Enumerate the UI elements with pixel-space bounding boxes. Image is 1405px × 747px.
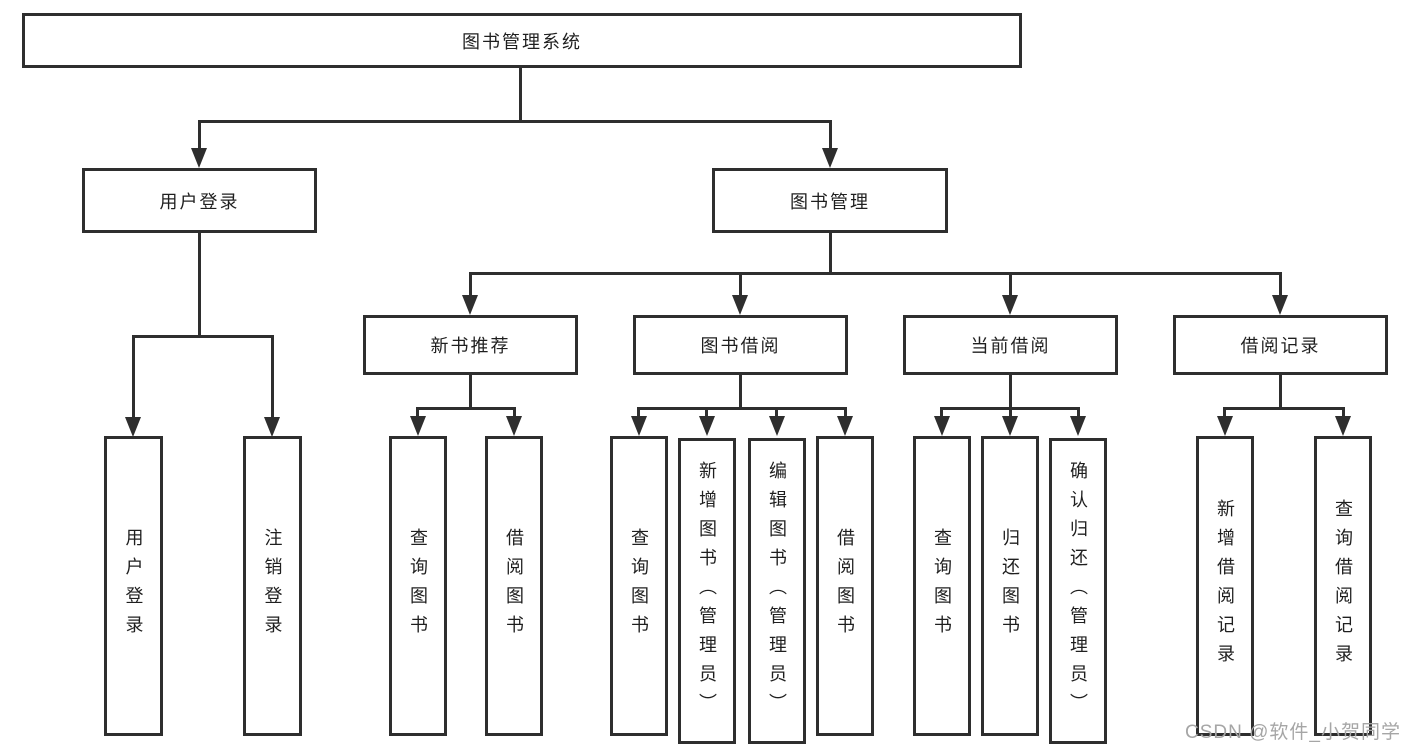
arrow-down-icon [1335,416,1351,436]
node-library-management-system: 图书管理系统 [22,13,1022,68]
arrow-down-icon [462,295,478,315]
leaf-user-login: 用户登录 [104,436,163,736]
leaf-return-books: 归还图书 [981,436,1039,736]
connector-line [416,407,516,410]
node-label: 图书管理系统 [462,31,582,52]
arrow-down-icon [1272,295,1288,315]
node-label: 借阅图书 [835,528,855,644]
node-label: 借阅图书 [504,528,524,644]
leaf-add-books-admin: 新增图书（管理员） [678,438,736,744]
arrow-down-icon [699,416,715,436]
connector-line [469,272,1282,275]
connector-line [513,407,516,419]
connector-line [829,120,832,150]
node-label: 查询图书 [932,528,952,644]
node-book-borrowing: 图书借阅 [633,315,848,375]
leaf-query-borrow-record: 查询借阅记录 [1314,436,1372,736]
node-user-login: 用户登录 [82,168,317,233]
node-label: 用户登录 [123,528,144,644]
connector-line [132,335,274,338]
connector-line [1279,272,1282,297]
arrow-down-icon [732,295,748,315]
connector-line [1009,272,1012,297]
node-label: 图书管理 [790,191,870,212]
node-book-management: 图书管理 [712,168,948,233]
arrow-down-icon [125,417,141,437]
connector-line [775,407,778,419]
node-new-book-recommendation: 新书推荐 [363,315,578,375]
connector-line [1223,407,1345,410]
node-current-borrowing: 当前借阅 [903,315,1118,375]
node-label: 借阅记录 [1240,336,1321,356]
connector-line [1279,375,1282,410]
arrow-down-icon [837,416,853,436]
connector-line [469,375,472,410]
watermark: CSDN @软件_小贺同学 [1185,722,1401,743]
leaf-edit-books-admin: 编辑图书（管理员） [748,438,806,744]
connector-line [416,407,419,419]
connector-line [198,233,201,338]
arrow-down-icon [822,148,838,168]
connector-line [829,233,832,275]
connector-line [739,272,742,297]
connector-line [940,407,943,419]
connector-line [739,375,742,410]
connector-line [469,272,472,297]
connector-line [1009,407,1012,419]
node-label: 新增图书（管理员） [697,460,717,722]
arrow-down-icon [631,416,647,436]
leaf-query-books-borrowing: 查询图书 [610,436,668,736]
connector-line [1009,375,1012,410]
arrow-down-icon [410,416,426,436]
arrow-down-icon [506,416,522,436]
arrow-down-icon [1217,416,1233,436]
node-label: 查询借阅记录 [1333,499,1353,673]
node-label: 新增借阅记录 [1215,499,1235,673]
node-label: 注销登录 [262,528,283,644]
arrow-down-icon [934,416,950,436]
node-label: 归还图书 [1000,528,1020,644]
node-borrowing-records: 借阅记录 [1173,315,1388,375]
connector-line [1077,407,1080,419]
connector-line [1342,407,1345,419]
arrow-down-icon [264,417,280,437]
connector-line [132,335,135,419]
connector-line [1223,407,1226,419]
leaf-query-books-recommendation: 查询图书 [389,436,447,736]
connector-line [705,407,708,419]
connector-line [637,407,640,419]
leaf-confirm-return-admin: 确认归还（管理员） [1049,438,1107,744]
arrow-down-icon [1002,416,1018,436]
node-label: 用户登录 [159,191,240,212]
leaf-logout: 注销登录 [243,436,302,736]
node-label: 查询图书 [408,528,428,644]
node-label: 确认归还（管理员） [1068,460,1088,722]
node-label: 图书借阅 [700,336,781,356]
arrow-down-icon [769,416,785,436]
arrow-down-icon [191,148,207,168]
connector-line [198,120,201,150]
arrow-down-icon [1002,295,1018,315]
connector-line [637,407,847,410]
connector-line [271,335,274,419]
leaf-add-borrow-record: 新增借阅记录 [1196,436,1254,736]
connector-line [844,407,847,419]
node-label: 编辑图书（管理员） [767,460,787,722]
node-label: 当前借阅 [970,336,1051,356]
leaf-query-books-current: 查询图书 [913,436,971,736]
connector-line [198,120,832,123]
node-label: 新书推荐 [430,336,511,356]
leaf-borrow-books-recommendation: 借阅图书 [485,436,543,736]
arrow-down-icon [1070,416,1086,436]
connector-line [519,68,522,122]
node-label: 查询图书 [629,528,649,644]
leaf-borrow-books-borrowing: 借阅图书 [816,436,874,736]
